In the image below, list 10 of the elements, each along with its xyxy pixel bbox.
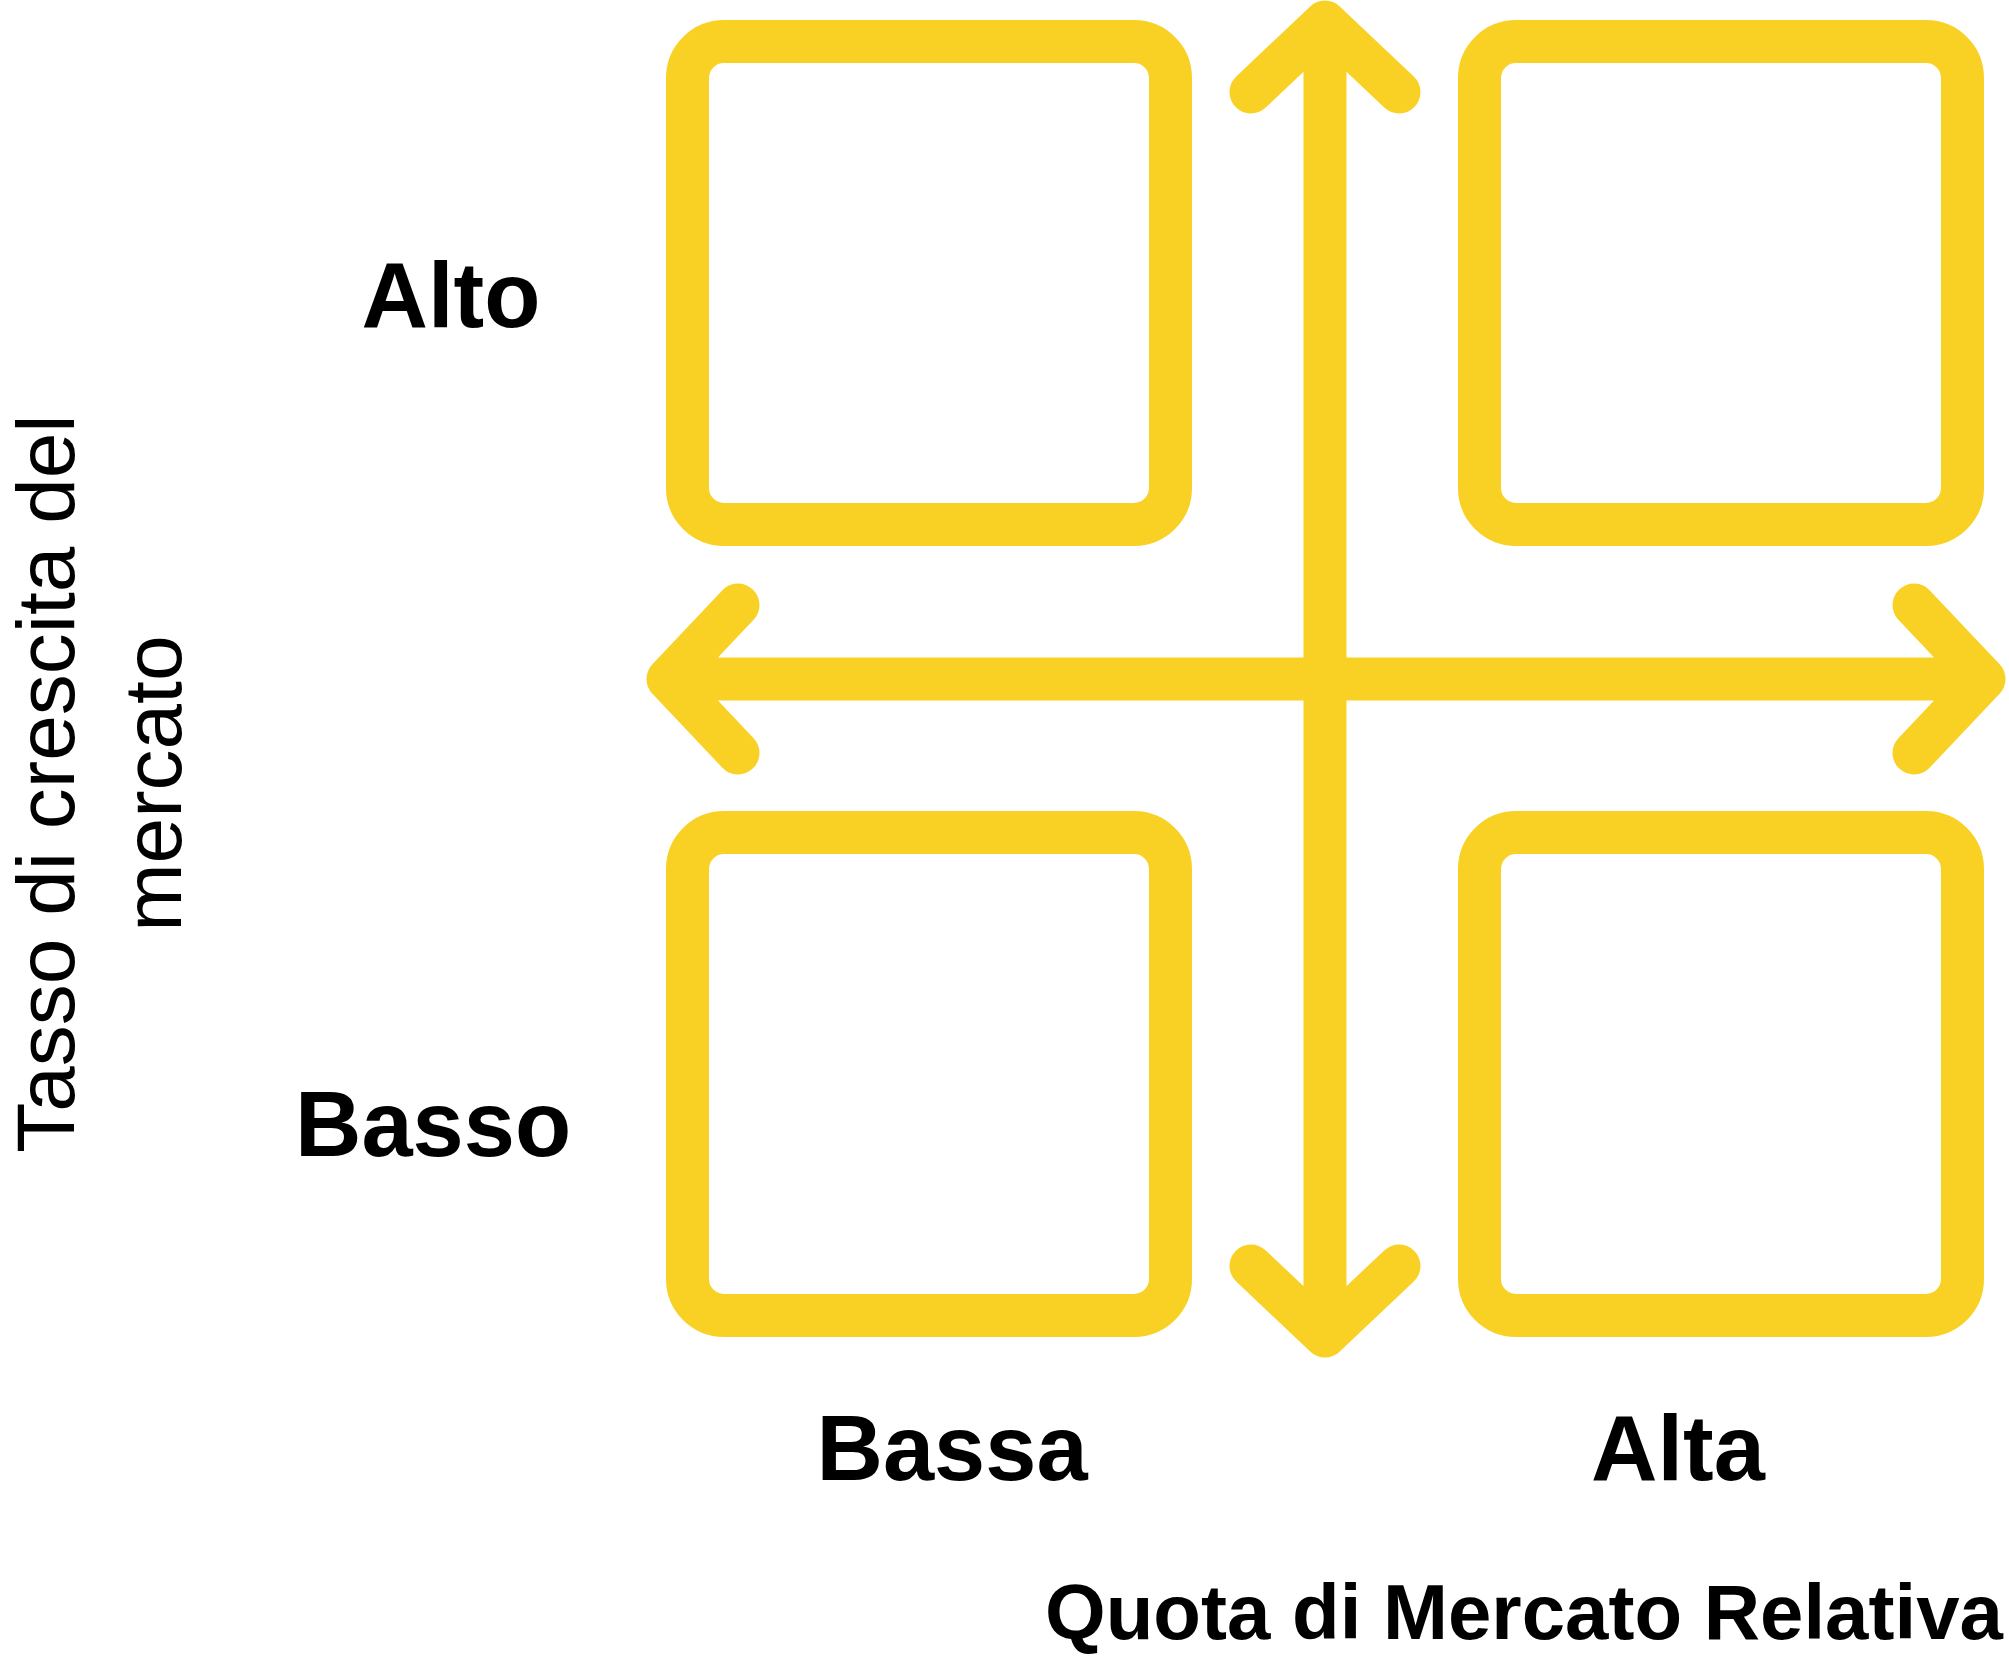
axis-title: Quota di Mercato Relativa [1045,1566,2003,1658]
empty-quadrant-box [1458,811,1984,1337]
empty-quadrant-box [666,20,1192,546]
row-label: Alto [361,242,541,348]
row-label: Basso [295,1071,572,1177]
axis-title: Tasso di crescita del mercato [0,413,199,1155]
column-label: Alta [1591,1395,1765,1501]
column-label: Bassa [816,1395,1088,1501]
empty-quadrant-box [1458,20,1984,546]
empty-quadrant-box [666,811,1192,1337]
